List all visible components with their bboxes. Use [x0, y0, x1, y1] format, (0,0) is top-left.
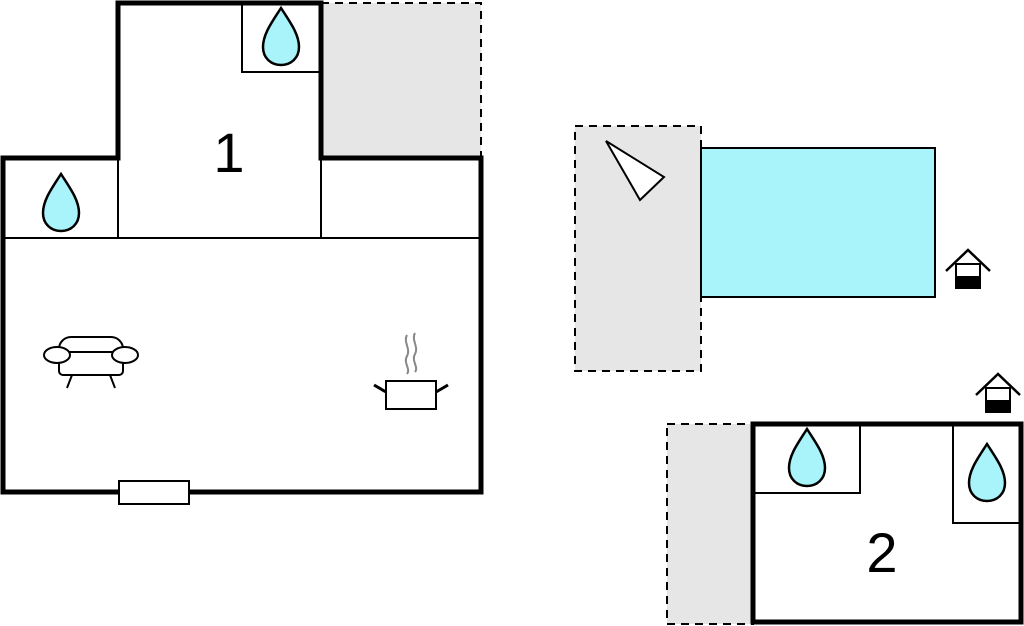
bathroom-2b [952, 423, 1022, 524]
sail-icon [605, 140, 666, 202]
house-icon [975, 372, 1021, 413]
water-drop-icon [261, 5, 301, 67]
terrace-2 [666, 423, 754, 625]
room-label-1: 1 [213, 121, 244, 184]
bathroom-1a [241, 2, 322, 73]
water-drop-icon [41, 171, 81, 233]
house-icon [945, 248, 991, 289]
sofa-icon [43, 336, 139, 389]
water-drop-icon [967, 441, 1007, 503]
window [118, 480, 190, 505]
water-drop-icon [787, 426, 827, 488]
swimming-pool [700, 147, 936, 298]
bathroom-2a [752, 423, 861, 494]
terrace-1 [320, 2, 482, 159]
room-label-2: 2 [866, 521, 897, 584]
cooking-pot-icon [373, 332, 449, 410]
